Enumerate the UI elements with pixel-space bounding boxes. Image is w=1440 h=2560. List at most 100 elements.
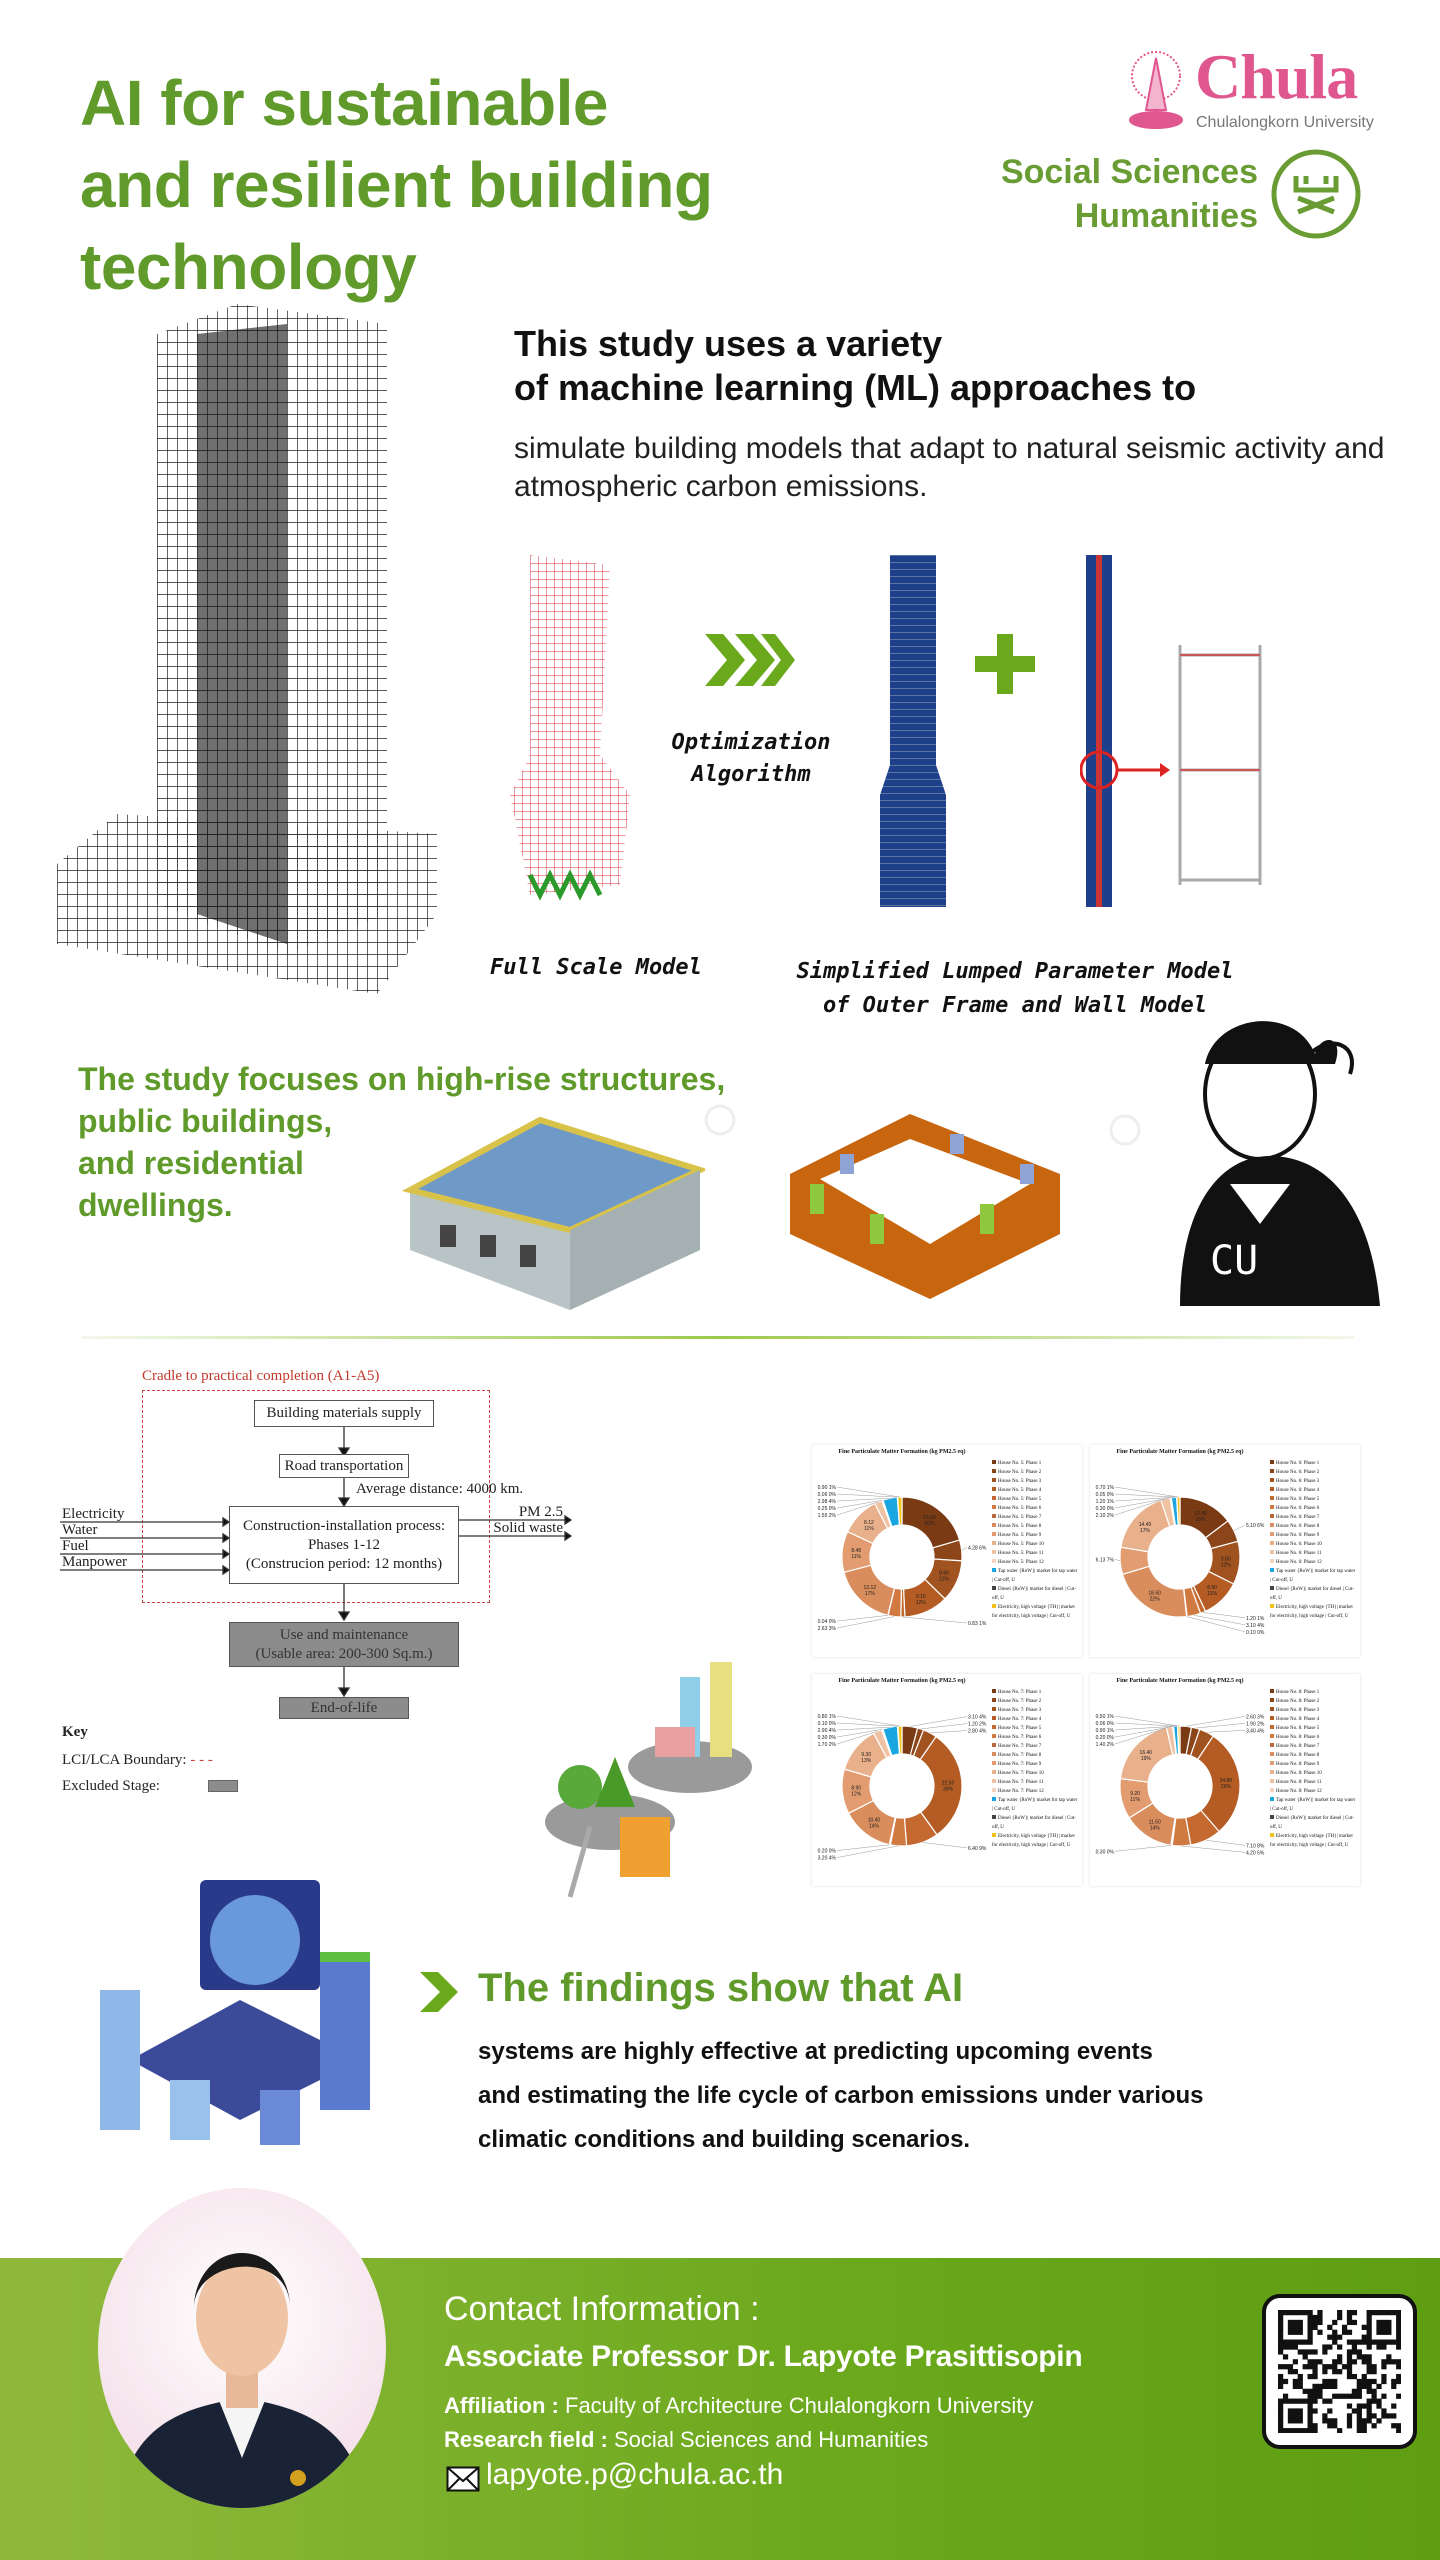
chula-logo-text: Chula xyxy=(1195,41,1358,112)
thinking-character-illustration: CU xyxy=(1180,1021,1380,1306)
slice-label: 0.30 0% xyxy=(1096,1849,1115,1855)
legend-swatch xyxy=(1270,1523,1274,1527)
leader-line xyxy=(836,1493,898,1498)
leader-line xyxy=(1114,1726,1170,1745)
slice-label: 0.10 0% xyxy=(1246,1630,1265,1636)
legend-item: House No. 7: Phase 6 xyxy=(992,1733,1078,1742)
slice-label: 2.80 4% xyxy=(968,1729,987,1735)
slice-label: 0.90 1% xyxy=(818,1485,837,1491)
slice-label: 2.90 4% xyxy=(818,1728,837,1734)
legend-swatch xyxy=(1270,1761,1274,1765)
legend-swatch xyxy=(1270,1487,1274,1491)
leader-line xyxy=(836,1615,888,1622)
legend-item: House No. 5: Phase 4 xyxy=(992,1486,1078,1495)
boundary-label: Cradle to practical completion (A1-A5) xyxy=(142,1368,380,1384)
legend-swatch xyxy=(992,1761,996,1765)
legend-item: House No. 7: Phase 8 xyxy=(992,1751,1078,1760)
legend-swatch xyxy=(1270,1586,1274,1590)
legend-swatch xyxy=(1270,1779,1274,1783)
lca-flow-diagram: Cradle to practical completion (A1-A5) B… xyxy=(60,1360,760,1820)
legend-item: House No. 6: Phase 1 xyxy=(1270,1459,1356,1468)
residential-wall-model-image xyxy=(790,1114,1060,1299)
legend-swatch xyxy=(1270,1689,1274,1693)
leader-line xyxy=(1195,1723,1246,1729)
full-scale-model-label: Full Scale Model xyxy=(490,955,702,980)
input-label: Manpower xyxy=(62,1554,127,1570)
legend-item: Electricity, high voltage {TH}| market f… xyxy=(992,1604,1075,1619)
watermark-icon xyxy=(1109,1114,1141,1146)
slice-label: 7.10 8% xyxy=(1246,1843,1265,1849)
qr-code[interactable] xyxy=(1262,2294,1417,2449)
leader-line xyxy=(1114,1726,1174,1738)
focus-line: The study focuses on high-rise structure… xyxy=(78,1061,726,1097)
slice-label: 0.30 0% xyxy=(1096,1506,1115,1512)
label-line: Optimization xyxy=(671,730,831,755)
legend-swatch xyxy=(992,1833,996,1837)
input-label: Water xyxy=(62,1522,98,1538)
findings-heading: The findings show that AI xyxy=(478,1966,964,2010)
legend-swatch xyxy=(992,1460,996,1464)
slice-label: 0.90 1% xyxy=(1096,1728,1115,1734)
legend-swatch xyxy=(992,1487,996,1491)
slice-label: 2.10 2% xyxy=(1096,1513,1115,1519)
input-labels: Electricity Water Fuel Manpower xyxy=(62,1506,127,1570)
label-line: Simplified Lumped Parameter Model xyxy=(796,959,1234,984)
legend-swatch xyxy=(1270,1815,1274,1819)
legend-item: House No. 6: Phase 8 xyxy=(1270,1522,1356,1531)
slice-label: 0.06 0% xyxy=(1096,1721,1115,1727)
legend-swatch xyxy=(1270,1478,1274,1482)
legend-item: Diesel {RoW}| market for diesel | Cut-of… xyxy=(1270,1815,1354,1830)
slice-label: 0.20 0% xyxy=(818,1849,837,1855)
input-label: Electricity xyxy=(62,1506,125,1522)
email-link[interactable]: lapyote.p@chula.ac.th xyxy=(486,2458,784,2491)
legend-item: House No. 5: Phase 8 xyxy=(992,1522,1078,1531)
slice-label: 1.20 1% xyxy=(1246,1616,1265,1622)
legend-item: House No. 7: Phase 9 xyxy=(992,1760,1078,1769)
envelope-icon xyxy=(446,2466,480,2492)
slice-label: 5.10 6% xyxy=(1246,1523,1265,1529)
donut-slice xyxy=(1196,1735,1241,1833)
contact-heading: Contact Information : xyxy=(444,2290,760,2328)
research-field-label: Research field : xyxy=(444,2427,608,2452)
legend-item: Diesel {RoW}| market for diesel | Cut-of… xyxy=(1270,1586,1354,1601)
leader-line xyxy=(1114,1497,1174,1502)
leader-line xyxy=(1185,1716,1246,1727)
focus-statement: The study focuses on high-rise structure… xyxy=(78,1058,725,1226)
slice-label: 0.30 0% xyxy=(818,1735,837,1741)
researcher-name: Associate Professor Dr. Lapyote Prasitti… xyxy=(444,2340,1083,2373)
legend-item: House No. 5: Phase 10 xyxy=(992,1540,1078,1549)
ssh-emblem-icon xyxy=(1271,149,1361,239)
legend-item: House No. 5: Phase 6 xyxy=(992,1504,1078,1513)
tower-wireframe-image xyxy=(57,304,437,994)
slice-label: 2.98 4% xyxy=(818,1499,837,1505)
flow-arrows xyxy=(60,1427,573,1698)
key-boundary-label: LCI/LCA Boundary: xyxy=(62,1752,187,1768)
output-label: Solid waste xyxy=(493,1520,563,1536)
qr-pattern xyxy=(1278,2310,1402,2434)
use-maintenance-box: Use and maintenance (Usable area: 200-30… xyxy=(229,1622,459,1667)
legend-item: Electricity, high voltage {TH}| market f… xyxy=(1270,1604,1353,1619)
leader-line xyxy=(922,1842,968,1849)
process-line: Phases 1-12 xyxy=(307,1536,381,1553)
slice-label: 2.60 3% xyxy=(1246,1714,1265,1720)
legend-swatch xyxy=(1270,1496,1274,1500)
legend-item: House No. 5: Phase 5 xyxy=(992,1495,1078,1504)
findings-body: systems are highly effective at predicti… xyxy=(478,2030,1204,2162)
chart-title: Fine Particulate Matter Formation (kg PM… xyxy=(838,1449,966,1455)
legend-item: House No. 6: Phase 2 xyxy=(1270,1468,1356,1477)
chart-title: Fine Particulate Matter Formation (kg PM… xyxy=(1116,1449,1244,1455)
slice-label: 6.40 9% xyxy=(968,1846,987,1852)
legend-item: House No. 7: Phase 7 xyxy=(992,1742,1078,1751)
simplified-frame-model-image xyxy=(880,555,946,907)
legend-swatch xyxy=(992,1779,996,1783)
legend-swatch xyxy=(992,1716,996,1720)
